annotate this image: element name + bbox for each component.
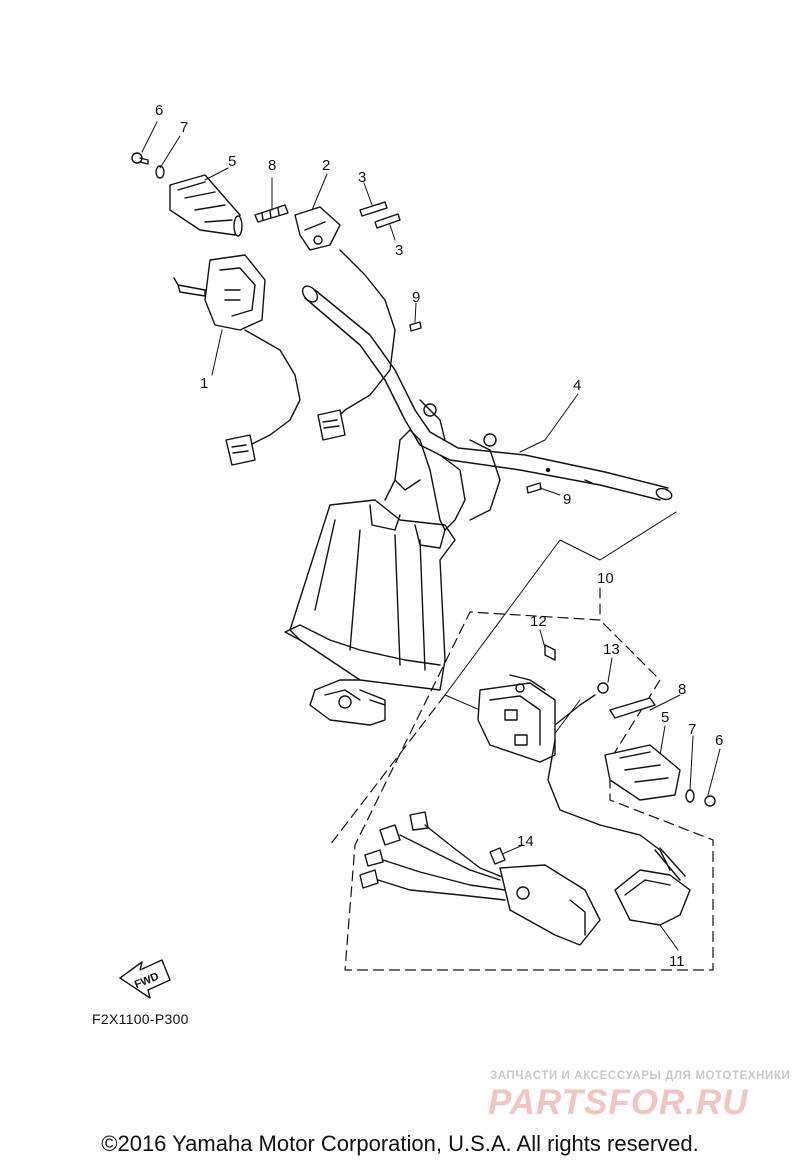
wiring-harness [359,811,601,946]
drawing-code: F2X1100-P300 [92,1011,189,1027]
callout-6-right: 6 [715,732,723,749]
screws-9 [409,321,542,494]
callout-7-right: 7 [688,721,696,738]
callout-8-right: 8 [678,681,686,698]
steering-column [284,399,501,726]
callout-14: 14 [517,833,534,850]
callout-7-left: 7 [180,119,188,136]
lever-11 [614,869,691,926]
handlebar [301,285,673,501]
copyright-notice: ©2016 Yamaha Motor Corporation, U.S.A. A… [101,1131,699,1156]
callout-2: 2 [322,157,330,174]
callout-12: 12 [530,613,547,630]
callout-1: 1 [200,375,208,392]
left-grip [169,174,243,237]
callout-11: 11 [669,953,685,970]
watermark-brand: PARTSFOR.RU [488,1083,749,1122]
callout-numbers: 6 7 5 8 2 3 3 9 1 4 9 10 12 13 8 5 7 6 1… [155,102,723,970]
callout-5-left: 5 [228,153,236,170]
right-grip-assembly [604,697,716,807]
left-switch-assembly [173,249,396,466]
callout-4: 4 [573,377,581,394]
callout-6-left: 6 [155,102,163,119]
callout-5-right: 5 [661,709,669,726]
callout-10: 10 [597,570,614,587]
throttle-cable [547,739,686,881]
watermark-tagline: ЗАПЧАСТИ И АКСЕССУАРЫ ДЛЯ МОТОТЕХНИКИ [490,1070,791,1082]
kit-boundary [329,587,714,971]
callout-3-bottom: 3 [395,242,403,259]
callout-13: 13 [603,641,620,658]
callout-3-top: 3 [358,169,366,186]
callout-8-left: 8 [268,157,276,174]
left-grip-fasteners [131,152,165,179]
fwd-arrow-icon: FWD [119,959,171,999]
right-switch-housing [477,644,609,763]
screws-3 [359,201,401,229]
bolt-and-bracket [254,204,341,251]
callout-9-bottom: 9 [563,491,571,508]
callout-9-top: 9 [412,289,420,306]
